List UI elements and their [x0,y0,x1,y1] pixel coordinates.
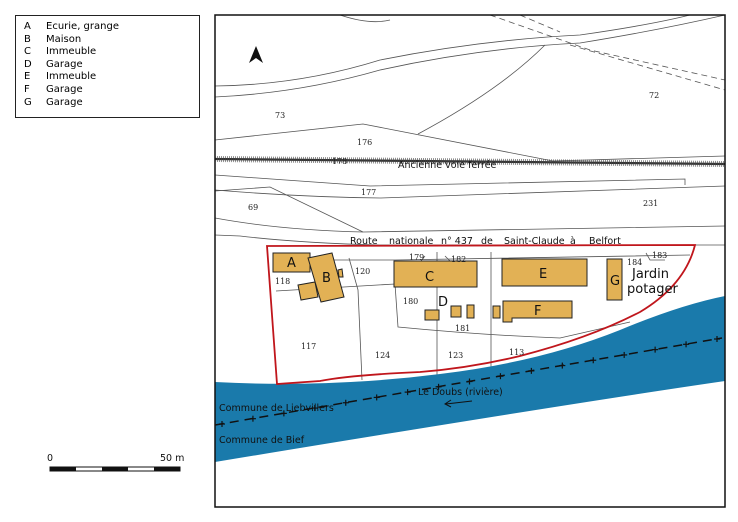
svg-text:nationale: nationale [389,236,434,247]
svg-text:176: 176 [357,138,372,147]
building-d [424,309,440,321]
svg-text:180: 180 [403,297,418,306]
svg-text:potager: potager [627,282,679,297]
svg-text:A: A [287,256,296,271]
svg-text:72: 72 [649,91,659,100]
svg-text:E: E [539,267,547,282]
map-frame [214,14,726,508]
building-b [307,252,345,303]
svg-text:Ancienne voie ferrée: Ancienne voie ferrée [398,160,497,171]
building-c [393,260,478,288]
scale-bar: 0 50 m [47,453,184,472]
flow-arrow-icon [444,399,473,408]
building-d [466,304,475,319]
svg-text:C: C [425,270,434,285]
building-b-annex [337,268,344,278]
svg-text:B: B [322,271,331,286]
property-boundary [266,244,697,385]
svg-text:à: à [570,236,576,247]
svg-text:118: 118 [275,277,290,286]
svg-text:Belfort: Belfort [589,236,621,247]
cadastral-lines [215,15,725,381]
svg-text:Jardin: Jardin [631,267,669,282]
svg-text:Saint-Claude: Saint-Claude [504,236,565,247]
svg-text:50 m: 50 m [160,453,184,464]
svg-text:183: 183 [652,251,667,260]
building-d [492,305,501,319]
svg-text:Commune de Bief: Commune de Bief [219,435,305,446]
buildings [272,252,623,323]
svg-text:177: 177 [361,188,376,197]
north-arrow-icon [249,46,263,63]
svg-text:69: 69 [248,203,258,212]
svg-text:113: 113 [509,348,524,357]
svg-text:73: 73 [275,111,285,120]
svg-text:231: 231 [643,199,658,208]
building-e [501,258,588,287]
svg-text:182: 182 [451,255,466,264]
svg-text:181: 181 [455,324,470,333]
building-d [450,305,462,318]
building-g [606,258,623,301]
svg-text:120: 120 [355,267,370,276]
svg-text:de: de [481,236,493,247]
svg-text:117: 117 [301,342,316,351]
svg-text:178: 178 [332,157,347,166]
svg-text:Route: Route [350,236,378,247]
svg-text:184: 184 [627,258,642,267]
map-labels: A B C D E F G Jardin potager Route natio… [219,91,679,446]
svg-text:179: 179 [409,253,424,262]
svg-text:D: D [438,295,448,310]
svg-text:F: F [534,304,541,319]
svg-text:123: 123 [448,351,463,360]
svg-text:n° 437: n° 437 [441,236,473,247]
svg-text:0: 0 [47,453,53,464]
commune-boundary-line [215,336,723,427]
building-f [502,300,573,323]
svg-text:Le Doubs (rivière): Le Doubs (rivière) [418,387,503,398]
svg-text:Commune de Liebvillers: Commune de Liebvillers [219,403,334,414]
building-b [297,281,319,301]
svg-text:124: 124 [375,351,390,360]
svg-text:G: G [610,274,620,289]
